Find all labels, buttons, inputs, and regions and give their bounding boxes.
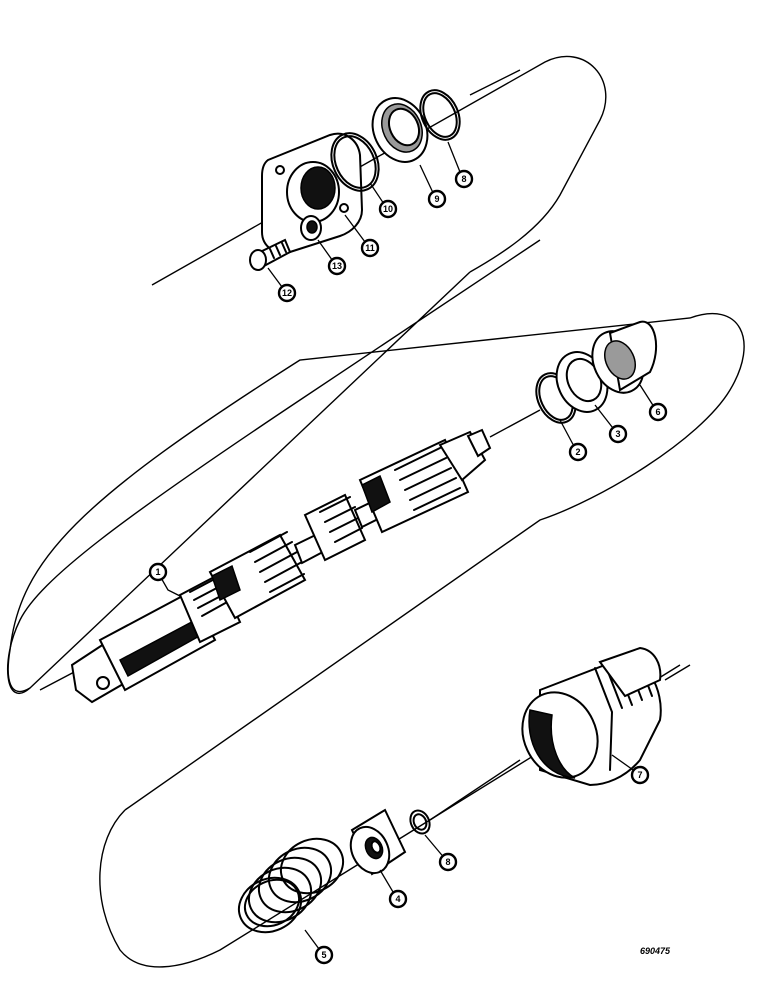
callout-label: 8 [461, 174, 466, 184]
callout-label: 12 [282, 288, 292, 298]
callout-c11: 11 [360, 238, 380, 258]
callout-circle [427, 189, 447, 209]
callout-label: 7 [637, 770, 642, 780]
o-ring-10 [330, 132, 380, 192]
group-outline-bottom [99, 664, 681, 968]
callout-label: 5 [321, 950, 326, 960]
callout-circle [314, 945, 334, 965]
valve-spool-1 [70, 428, 492, 704]
callout-leaders [159, 141, 657, 954]
callout-circle [608, 424, 628, 444]
callout-c6: 6 [648, 402, 668, 422]
callout-circle [388, 889, 408, 909]
callout-c9: 9 [427, 189, 447, 209]
callout-label: 2 [575, 447, 580, 457]
flange-plate [261, 132, 364, 254]
callout-circle [277, 283, 297, 303]
callout-label: 3 [615, 429, 620, 439]
callout-circle [148, 562, 168, 582]
callout-c2: 2 [568, 442, 588, 462]
callout-c13: 13 [327, 256, 347, 276]
callout-c10: 10 [378, 199, 398, 219]
callout-c8b: 8 [454, 169, 474, 189]
bushing-6 [591, 320, 658, 394]
drawing-number: 690475 [640, 946, 671, 956]
callout-c4: 4 [388, 889, 408, 909]
callout-label: 6 [655, 407, 660, 417]
callout-circle [378, 199, 398, 219]
lock-washer-13 [300, 215, 322, 241]
callout-circle [630, 765, 650, 785]
callout-circle [438, 852, 458, 872]
end-cap-7 [521, 646, 662, 787]
group-outline-top [6, 55, 607, 695]
callout-c3: 3 [608, 424, 628, 444]
seal-9 [371, 97, 429, 163]
callout-label: 8 [445, 857, 450, 867]
callout-label: 10 [383, 204, 393, 214]
callout-c12: 12 [277, 283, 297, 303]
o-ring-8-top [419, 89, 461, 141]
callout-label: 11 [365, 243, 375, 253]
callout-c5: 5 [314, 945, 334, 965]
callout-label: 1 [155, 567, 160, 577]
callout-c7: 7 [630, 765, 650, 785]
snap-ring-8-bottom [409, 809, 431, 835]
callout-label: 13 [332, 261, 342, 271]
callout-c1: 1 [148, 562, 168, 582]
cap-screw-12 [249, 238, 292, 271]
callout-circle [360, 238, 380, 258]
callout-c8a: 8 [438, 852, 458, 872]
callout-circle [454, 169, 474, 189]
callout-circle [568, 442, 588, 462]
callout-circle [327, 256, 347, 276]
callout-label: 9 [434, 194, 439, 204]
callout-label: 4 [395, 894, 400, 904]
spring-retainer-4 [349, 808, 407, 876]
spring-5 [237, 837, 345, 934]
callout-circle [648, 402, 668, 422]
